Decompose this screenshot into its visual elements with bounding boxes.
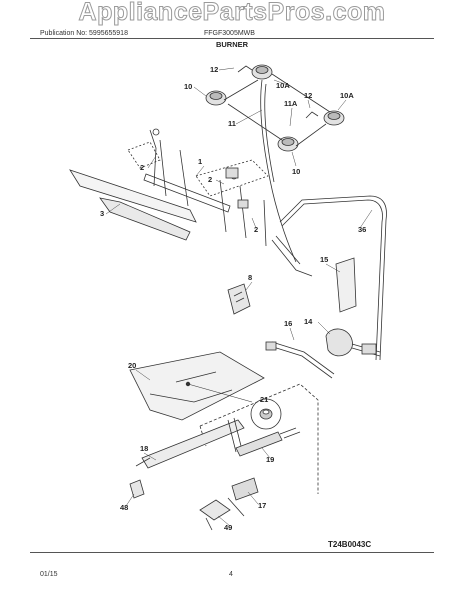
section-title: BURNER — [215, 40, 249, 49]
spark-module — [227, 283, 251, 315]
leader-lines — [105, 67, 373, 527]
callout-49: 49 — [224, 523, 232, 532]
header-rule — [30, 38, 434, 39]
model-number: FFGF3005MWB — [204, 30, 255, 37]
callout-12a: 12 — [210, 65, 218, 74]
callout-21: 21 — [260, 395, 268, 404]
callout-11: 11 — [228, 119, 236, 128]
orifice-detail — [250, 398, 282, 430]
callout-10-top: 10 — [184, 82, 192, 91]
callout-2-left: 2 — [140, 163, 144, 172]
burner-valve-assembly-left — [69, 128, 269, 247]
callout-1: 1 — [198, 157, 202, 166]
callout-8: 8 — [248, 273, 252, 282]
callout-18: 18 — [140, 444, 148, 453]
callout-14: 14 — [304, 317, 313, 326]
callout-10a-right: 10A — [340, 91, 354, 100]
oven-safety-valve — [199, 477, 259, 531]
callout-3: 3 — [100, 209, 104, 218]
callout-16: 16 — [284, 319, 292, 328]
callout-19: 19 — [266, 455, 274, 464]
gas-line-and-regulator — [265, 195, 387, 379]
oven-burner-baffle — [129, 351, 319, 494]
callout-10a-left: 10A — [276, 81, 290, 90]
publication-number: Publication No: 5995655918 — [40, 30, 128, 37]
callout-11a: 11A — [284, 99, 298, 108]
callout-12b: 12 — [304, 91, 312, 100]
callout-10-lower: 10 — [292, 167, 300, 176]
watermark: AppliancePartsPros.com — [78, 0, 386, 27]
callout-2-right: 2 — [254, 225, 258, 234]
burner-bracket — [129, 479, 145, 499]
oven-burner-tube — [135, 417, 301, 469]
drawing-code: T24B0043C — [328, 540, 372, 549]
callout-2-center: 2 — [208, 175, 212, 184]
callout-20: 20 — [128, 361, 136, 370]
surface-burner-heads — [205, 64, 345, 263]
footer-date: 01/15 — [40, 571, 58, 578]
callout-48: 48 — [120, 503, 128, 512]
callout-36: 36 — [358, 225, 366, 234]
footer-rule — [30, 552, 434, 553]
callout-labels: 12 10A 10 12 10A 11A 11 10 1 2 2 2 3 36 … — [100, 65, 366, 532]
page-number: 4 — [229, 571, 233, 578]
callout-17: 17 — [258, 501, 266, 510]
callout-15: 15 — [320, 255, 328, 264]
